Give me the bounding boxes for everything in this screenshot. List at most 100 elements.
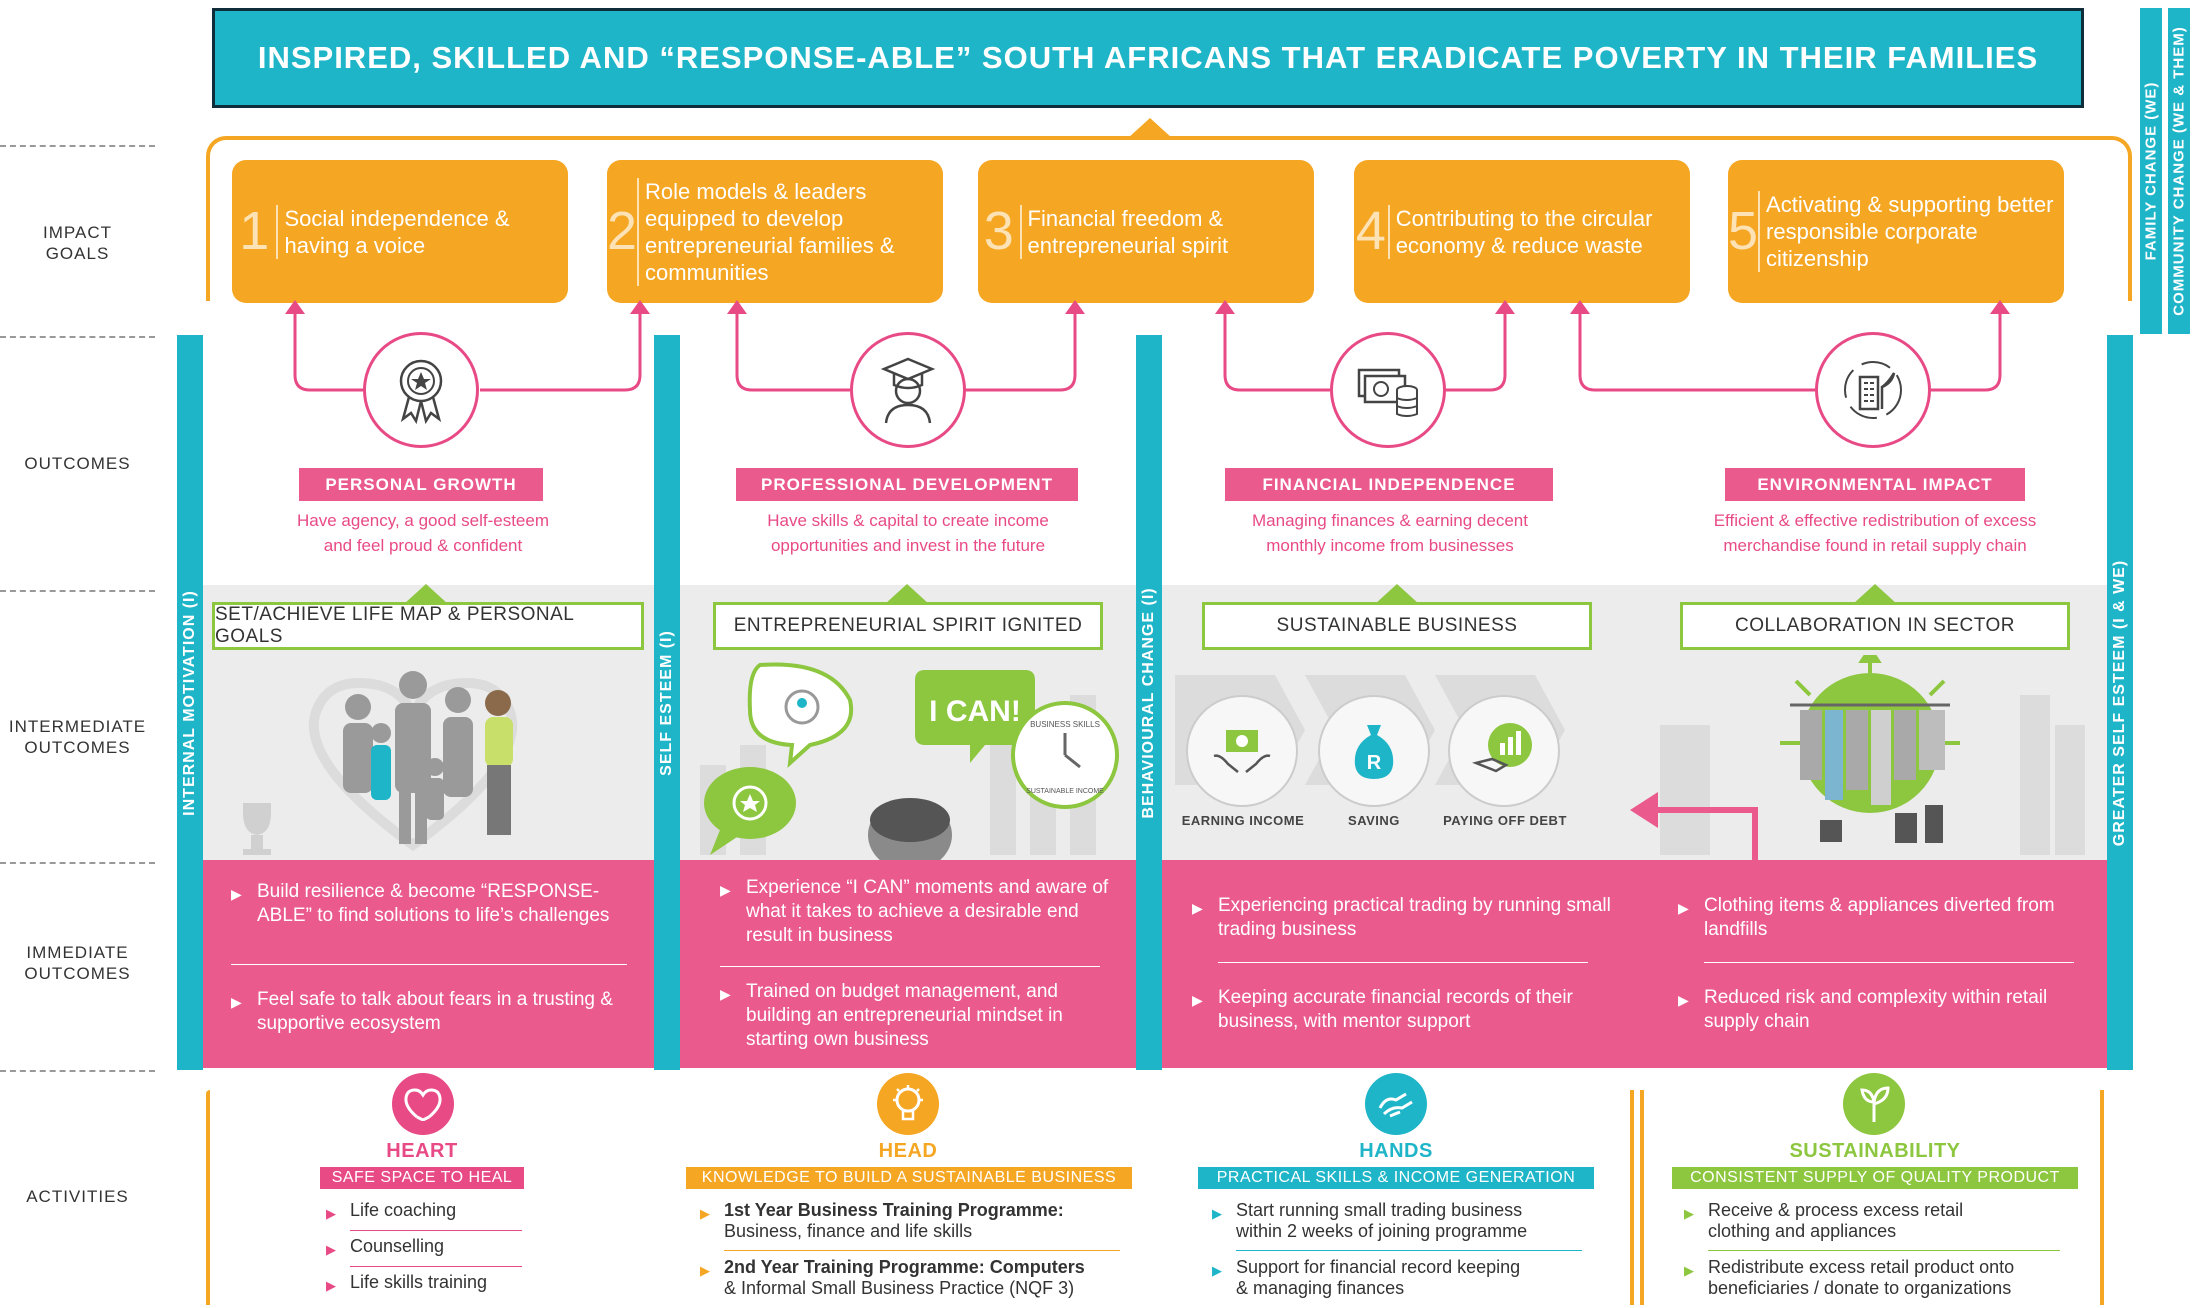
family-illustration xyxy=(243,671,518,855)
paying-off-debt-icon xyxy=(1448,695,1560,807)
heart-icon xyxy=(392,1073,454,1135)
bullet-arrow-icon: ▶ xyxy=(326,1242,336,1257)
activity-title-heart: HEART xyxy=(386,1140,458,1162)
activities-bracket-right xyxy=(2100,1090,2104,1305)
bullet-arrow-icon: ▶ xyxy=(231,994,242,1010)
immediate-panel-2: ▶Experience “I CAN” moments and aware of… xyxy=(680,860,1136,1068)
saving-label: SAVING xyxy=(1348,813,1400,828)
divider xyxy=(720,966,1100,967)
list-item: ▶Experiencing practical trading by runni… xyxy=(1192,895,1611,940)
outcome-title-2: PROFESSIONAL DEVELOPMENT xyxy=(736,468,1078,501)
bullet-arrow-icon: ▶ xyxy=(1684,1263,1694,1278)
leaf-icon xyxy=(1843,1073,1905,1135)
saving-bag-letter: R xyxy=(1367,752,1382,774)
community-change-bar: COMMUNITY CHANGE (WE & THEM) xyxy=(2168,8,2190,334)
bracket-arrow-icon xyxy=(1128,118,1172,138)
bullet-arrow-icon: ▶ xyxy=(700,1206,710,1221)
intermediate-box-4: COLLABORATION IN SECTOR xyxy=(1680,602,2070,650)
internal-motivation-bar: INTERNAL MOTIVATION (I) xyxy=(177,335,203,1070)
award-icon xyxy=(363,332,479,448)
divider xyxy=(1218,962,1588,963)
outcome-title-1: PERSONAL GROWTH xyxy=(299,468,543,501)
activity-title-hands: HANDS xyxy=(1359,1140,1433,1162)
eco-building-icon xyxy=(1815,332,1931,448)
divider xyxy=(0,336,155,338)
activity-subtitle-head: KNOWLEDGE TO BUILD A SUSTAINABLE BUSINES… xyxy=(686,1167,1132,1189)
divider xyxy=(724,1250,1120,1251)
head-lightbulb-icon xyxy=(877,1073,939,1135)
back-arrow-icon xyxy=(1630,792,1758,865)
outcome-title-4: ENVIRONMENTAL IMPACT xyxy=(1725,468,2025,501)
list-item: ▶Clothing items & appliances diverted fr… xyxy=(1678,895,2055,940)
intermediate-box-3: SUSTAINABLE BUSINESS xyxy=(1202,602,1592,650)
graduate-icon xyxy=(850,332,966,448)
bullet-arrow-icon: ▶ xyxy=(1678,992,1689,1008)
up-arrow-icon xyxy=(1853,584,1897,604)
clock-top-text: BUSINESS SKILLS xyxy=(1030,720,1100,729)
clock-bottom-text: SUSTAINABLE INCOME xyxy=(1026,788,1104,795)
activity-subtitle-heart: SAFE SPACE TO HEAL xyxy=(320,1167,524,1189)
immediate-panel-1: ▶Build resilience & become “RESPONSE-ABL… xyxy=(203,860,654,1068)
money-icon xyxy=(1330,332,1446,448)
bullet-arrow-icon: ▶ xyxy=(326,1278,336,1293)
i-can-text: I CAN! xyxy=(929,695,1021,728)
bullet-arrow-icon: ▶ xyxy=(1192,900,1203,916)
outcome-connectors xyxy=(285,300,2010,392)
bullet-arrow-icon: ▶ xyxy=(720,882,731,898)
immediate-panel-4: ▶Clothing items & appliances diverted fr… xyxy=(1642,860,2107,1068)
bullet-arrow-icon: ▶ xyxy=(326,1206,336,1221)
divider xyxy=(0,145,155,147)
bullet-arrow-icon: ▶ xyxy=(1678,900,1689,916)
divider xyxy=(231,964,627,965)
page-title: INSPIRED, SKILLED AND “RESPONSE-ABLE” SO… xyxy=(212,8,2084,108)
row-label-outcomes: OUTCOMES xyxy=(24,454,131,473)
up-arrow-icon xyxy=(404,584,448,604)
earning-income-label: EARNING INCOME xyxy=(1181,813,1305,828)
list-item: ▶Feel safe to talk about fears in a trus… xyxy=(231,989,613,1034)
list-item: ▶Trained on budget management, and build… xyxy=(720,981,1063,1050)
divider xyxy=(1708,1250,2060,1251)
activity-title-sustainability: SUSTAINABILITY xyxy=(1789,1140,1961,1162)
up-arrow-icon xyxy=(885,584,929,604)
divider xyxy=(1236,1250,1582,1251)
activity-item: ▶Life coaching xyxy=(326,1200,456,1224)
outcome-title-3: FINANCIAL INDEPENDENCE xyxy=(1225,468,1553,501)
list-item: ▶Build resilience & become “RESPONSE-ABL… xyxy=(231,881,610,926)
activity-subtitle-sustainability: CONSISTENT SUPPLY OF QUALITY PRODUCT xyxy=(1672,1167,2078,1189)
behavioural-change-bar: BEHAVIOURAL CHANGE (I) xyxy=(1136,335,1162,1070)
outcome-desc-4: Efficient & effective redistribution of … xyxy=(1713,511,2037,555)
intermediate-box-2: ENTREPRENEURIAL SPIRIT IGNITED xyxy=(713,602,1103,650)
bullet-arrow-icon: ▶ xyxy=(1212,1263,1222,1278)
earning-income-icon xyxy=(1186,695,1298,807)
bullet-arrow-icon: ▶ xyxy=(720,986,731,1002)
activity-item: ▶Redistribute excess retail product onto… xyxy=(1684,1257,2015,1298)
list-item: ▶Reduced risk and complexity within reta… xyxy=(1678,987,2048,1032)
divider xyxy=(0,1070,155,1072)
saving-icon: R xyxy=(1318,695,1430,807)
activity-item: ▶Support for financial record keeping& m… xyxy=(1212,1257,1521,1298)
divider xyxy=(0,862,155,864)
paying-off-debt-label: PAYING OFF DEBT xyxy=(1443,813,1567,828)
activities-bracket-left xyxy=(206,1090,210,1305)
activities-bracket-mid xyxy=(1640,1090,1644,1305)
divider xyxy=(1704,962,2074,963)
bullet-arrow-icon: ▶ xyxy=(1192,992,1203,1008)
divider xyxy=(350,1266,522,1267)
activity-item: ▶Life skills training xyxy=(326,1272,487,1296)
activity-item: ▶2nd Year Training Programme: Computers&… xyxy=(700,1257,1085,1298)
list-item: ▶Experience “I CAN” moments and aware of… xyxy=(720,877,1109,946)
divider xyxy=(350,1230,522,1231)
divider xyxy=(0,590,155,592)
bullet-arrow-icon: ▶ xyxy=(700,1263,710,1278)
hands-icon xyxy=(1365,1073,1427,1135)
